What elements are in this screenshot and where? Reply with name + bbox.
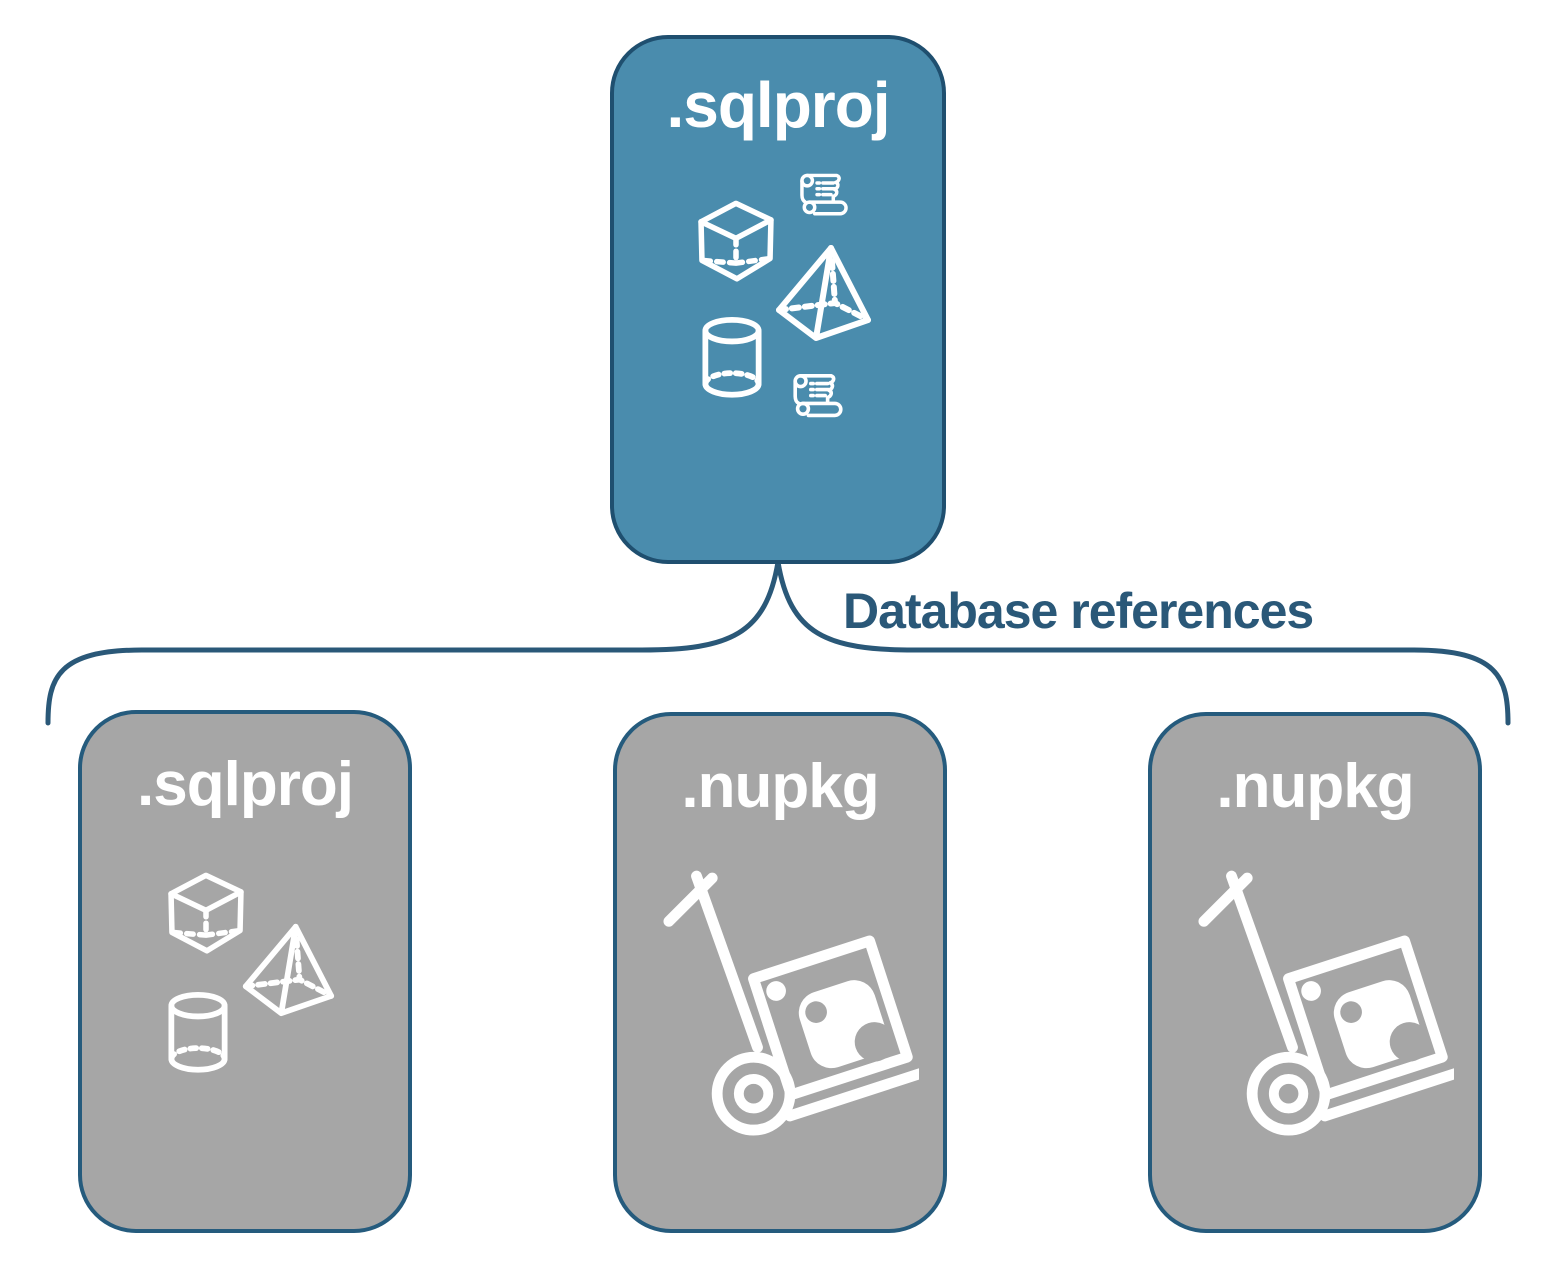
scroll-icon [788,365,848,425]
child-box-label: .nupkg [681,752,879,821]
cylinder-icon [696,313,768,403]
root-box-label: .sqlproj [666,69,890,141]
database-references-label: Database references [843,583,1314,639]
child-box-label: .sqlproj [137,750,354,819]
nuget-package-dolly-icon [663,858,919,1158]
child-box-nupkg-2: .nupkg [1148,712,1482,1233]
scroll-icon [795,165,853,223]
pyramid-icon [233,922,343,1018]
cylinder-icon [162,988,234,1078]
pyramid-icon [766,243,880,343]
child-box-nupkg-1: .nupkg [613,712,947,1233]
root-box-sqlproj: .sqlproj [610,35,946,564]
child-box-label: .nupkg [1216,752,1414,821]
nuget-package-dolly-icon [1198,858,1454,1158]
child-box-sqlproj: .sqlproj [78,710,412,1233]
